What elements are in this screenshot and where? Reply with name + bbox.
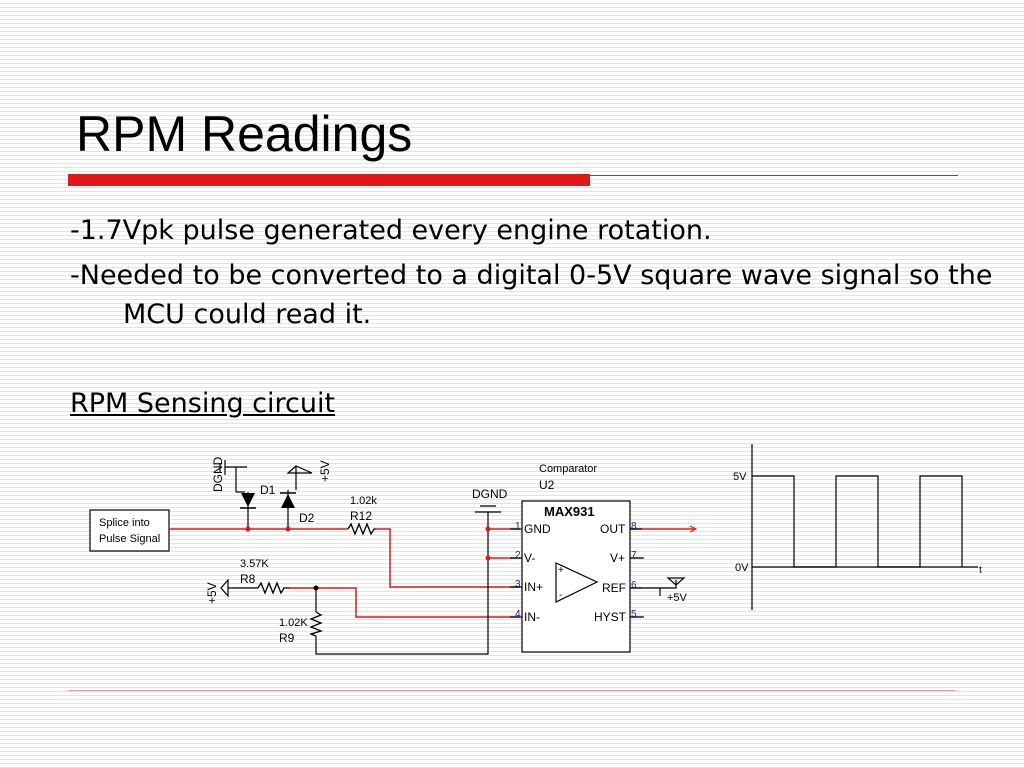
plus5v-left-label: +5V xyxy=(205,582,219,604)
pin-4-number: 4 xyxy=(515,609,521,620)
r12-name: R12 xyxy=(350,509,372,523)
footer-divider xyxy=(68,690,956,691)
chip-name: MAX931 xyxy=(544,504,595,519)
r12-value: 1.02k xyxy=(350,495,377,507)
pin-8-number: 8 xyxy=(631,521,637,532)
pin-1-name: GND xyxy=(524,522,551,536)
wire-r12-to-in-plus xyxy=(376,528,520,588)
square-wave-trace xyxy=(752,475,963,568)
slide-title: RPM Readings xyxy=(76,106,413,162)
opamp-plus: + xyxy=(558,565,564,576)
title-underline-thick xyxy=(68,174,590,186)
pin-2: 2 V- xyxy=(510,550,535,565)
pin-8: 8 OUT xyxy=(600,521,642,536)
wire-r9 xyxy=(315,530,489,655)
supply-symbol-top xyxy=(286,465,313,474)
output-arrow xyxy=(689,525,698,533)
pin-1-number: 1 xyxy=(515,521,521,532)
resistor-r12 xyxy=(347,522,376,536)
opamp-minus: - xyxy=(559,590,562,601)
pin-6: 6 REF xyxy=(602,580,642,595)
pin-1: 1 GND xyxy=(510,521,551,536)
rpm-sensing-circuit: DGND +5V D1 D2 Splice into Pulse Signal … xyxy=(89,456,698,655)
pin-6-number: 6 xyxy=(631,580,637,591)
pin-7-name: V+ xyxy=(610,551,625,565)
pin-5-number: 5 xyxy=(631,609,637,620)
pin-6-name: REF xyxy=(602,581,626,595)
ground-symbol-top xyxy=(219,460,226,475)
diode-d2 xyxy=(280,492,296,508)
pin-4-name: IN- xyxy=(524,610,540,624)
supply-symbol-left xyxy=(220,578,229,598)
ref-ground-symbol xyxy=(666,577,686,586)
dgnd-top-label: DGND xyxy=(211,456,225,492)
pin-8-name: OUT xyxy=(600,522,626,536)
pin-5-name: HYST xyxy=(594,610,627,624)
pin-5: 5 HYST xyxy=(594,609,642,624)
splice-box xyxy=(89,509,170,552)
junction-d2 xyxy=(285,526,291,532)
bullet-1: -1.7Vpk pulse generated every engine rot… xyxy=(70,215,712,246)
opamp-triangle xyxy=(555,562,599,603)
junction-gnd xyxy=(485,526,491,532)
pin-7: 7 V+ xyxy=(610,550,642,565)
junction-vminus xyxy=(485,555,491,561)
r9-name: R9 xyxy=(279,631,295,645)
title-underline xyxy=(68,174,958,186)
waveform-5v-label: 5V xyxy=(733,471,747,483)
junction-r9 xyxy=(313,585,319,591)
comparator-label-line1: Comparator xyxy=(539,463,597,475)
pin-2-name: V- xyxy=(524,551,535,565)
subheading: RPM Sensing circuit xyxy=(70,388,336,419)
r8-name: R8 xyxy=(240,572,256,586)
resistor-r8 xyxy=(257,581,290,595)
dgnd-chip-label: DGND xyxy=(472,487,508,501)
junction-d1 xyxy=(245,526,251,532)
r9-value: 1.02K xyxy=(279,617,308,629)
r8-value: 3.57K xyxy=(240,558,269,570)
pin-3-name: IN+ xyxy=(524,580,543,594)
splice-label-line2: Pulse Signal xyxy=(99,533,160,545)
bullet-2: -Needed to be converted to a digital 0-5… xyxy=(70,260,993,330)
resistor-r9 xyxy=(309,611,323,637)
pin-3: 3 IN+ xyxy=(510,579,543,594)
pin-7-number: 7 xyxy=(631,550,637,561)
plus5v-ref-label: +5V xyxy=(667,592,688,604)
plus5v-top-label: +5V xyxy=(318,460,332,482)
wire-ref xyxy=(630,580,677,589)
waveform-0v-label: 0V xyxy=(735,562,749,574)
d1-label: D1 xyxy=(260,483,276,497)
wire-r8-to-in-minus xyxy=(290,587,520,618)
pin-3-number: 3 xyxy=(515,579,521,590)
diode-d1 xyxy=(240,493,256,509)
comparator-label-line2: U2 xyxy=(539,478,555,492)
splice-label-line1: Splice into xyxy=(99,517,150,529)
waveform-t-label: t xyxy=(979,565,982,576)
pin-4: 4 IN- xyxy=(510,609,540,624)
pin-2-number: 2 xyxy=(515,550,521,561)
d2-label: D2 xyxy=(299,511,315,525)
square-wave-plot: 5V 0V t xyxy=(733,444,982,610)
title-underline-thin xyxy=(590,175,958,176)
ground-symbol-chip xyxy=(475,505,501,513)
